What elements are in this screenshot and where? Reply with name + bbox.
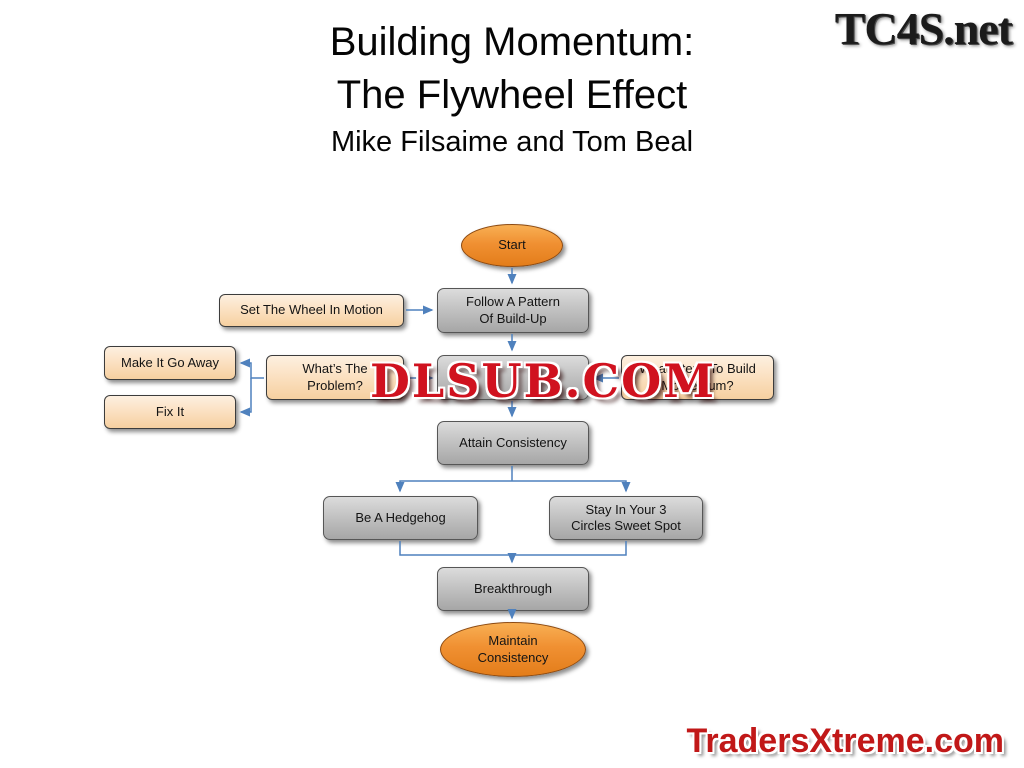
flow-node-be-a-hedgehog: Be A Hedgehog — [323, 496, 478, 540]
flow-node-make-it-go-away: Make It Go Away — [104, 346, 236, 380]
dlsub-watermark: DLSUB.COM — [370, 354, 717, 408]
flow-node-follow-pattern: Follow A Pattern Of Build-Up — [437, 288, 589, 333]
flow-node-fix-it: Fix It — [104, 395, 236, 429]
flow-node-start: Start — [461, 224, 563, 267]
flow-node-sweet-spot: Stay In Your 3 Circles Sweet Spot — [549, 496, 703, 540]
flow-node-covered-by-watermark — [437, 355, 589, 400]
flow-node-whats-the-problem: What’s The Problem? — [266, 355, 404, 400]
flow-node-breakthrough: Breakthrough — [437, 567, 589, 611]
flow-node-maintain-consistency: Maintain Consistency — [440, 622, 586, 677]
title-block: Building Momentum: The Flywheel Effect M… — [0, 16, 1024, 162]
page-title-line1: Building Momentum: — [329, 20, 695, 64]
flow-node-attain-consistency: Attain Consistency — [437, 421, 589, 465]
page-subtitle: Mike Filsaime and Tom Beal — [330, 126, 694, 158]
tc4s-logo: TC4S.net — [834, 3, 1013, 54]
page-title-line2: The Flywheel Effect — [336, 73, 688, 117]
tradersxtreme-watermark: TradersXtreme.com — [686, 722, 1005, 760]
flow-node-set-wheel-in-motion: Set The Wheel In Motion — [219, 294, 404, 327]
flow-node-what-steps-to-build: What Steps To Build Momentum? — [621, 355, 774, 400]
